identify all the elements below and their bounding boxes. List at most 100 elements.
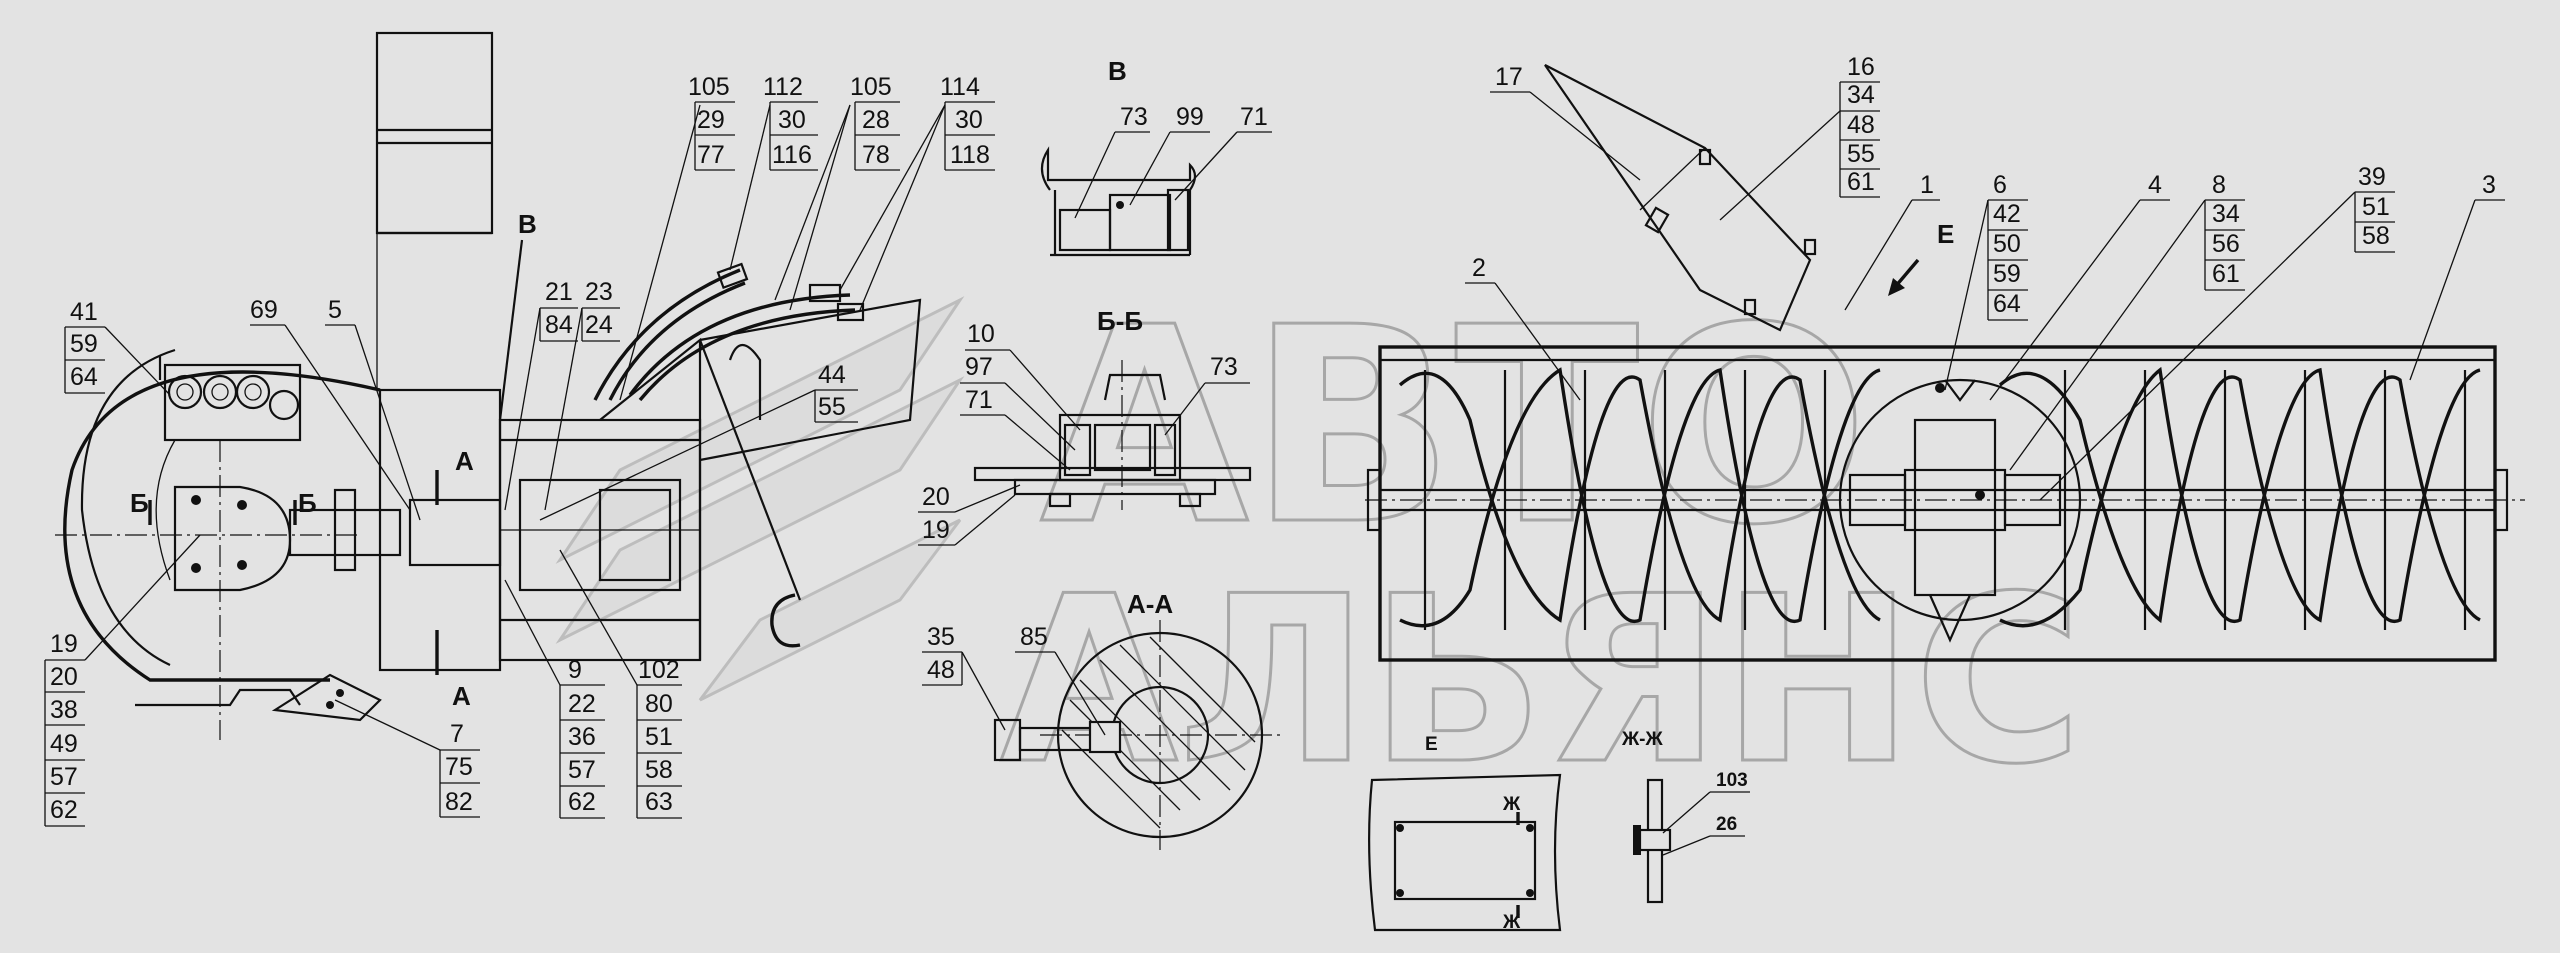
left-side-view: Б Б А А В (55, 31, 537, 740)
callout-44-sub1: 55 (818, 393, 846, 421)
callout-4: 4 (2148, 171, 2162, 199)
view-e-mark-zh-top: Ж (1502, 794, 1521, 815)
hydraulic-motor (598, 488, 672, 582)
callout-9-sub2: 36 (568, 723, 596, 751)
callout-102-sub2: 51 (645, 723, 673, 751)
section-aa-callout-48: 48 (927, 656, 955, 684)
section-aa: А-А 35 48 85 (922, 589, 1280, 850)
callout-16-sub4: 61 (1847, 168, 1875, 196)
detail-view-v: В 73 99 71 (1040, 56, 1272, 257)
auger-front-view: Е (1365, 64, 2525, 662)
callout-6-sub1: 42 (1993, 200, 2021, 228)
top-rollers (158, 355, 302, 442)
callout-16-part: 16 (1847, 53, 1875, 81)
callout-5: 5 (328, 296, 342, 324)
section-bb-callout-71: 71 (965, 386, 993, 414)
callout-112-part: 112 (763, 73, 803, 101)
callout-39-sub1: 51 (2362, 193, 2390, 221)
view-e-title: Е (1425, 734, 1438, 755)
hook (770, 593, 801, 648)
callout-105b-sub1: 28 (862, 106, 890, 134)
callouts-left: 105 29 77 112 30 116 105 28 78 114 30 11… (44, 73, 995, 827)
rotor-casing (63, 370, 381, 682)
callout-6-sub3: 59 (1993, 260, 2021, 288)
section-mark-a-bottom: А (452, 681, 471, 711)
callout-23-sub1: 24 (585, 311, 613, 339)
section-zhzh-title: Ж-Ж (1621, 729, 1663, 750)
callout-39-sub2: 58 (2362, 222, 2390, 250)
auger-spirals (1398, 366, 2481, 628)
callout-16-sub2: 48 (1847, 111, 1875, 139)
callout-8-sub2: 56 (2212, 230, 2240, 258)
section-zhzh-callout-103: 103 (1716, 770, 1748, 791)
callout-19-sub3: 49 (50, 730, 78, 758)
callout-9-sub4: 62 (568, 788, 596, 816)
callout-17: 17 (1495, 63, 1523, 91)
rotor-housing (378, 388, 502, 672)
callout-105a-sub1: 29 (697, 106, 725, 134)
callout-7-sub2: 82 (445, 788, 473, 816)
drive-shaft (288, 508, 402, 557)
callout-19-part: 19 (50, 630, 78, 658)
callout-41-sub2: 64 (70, 363, 98, 391)
callout-102-part: 102 (638, 656, 680, 684)
hydraulic-hose-2 (628, 293, 851, 397)
callout-114-part: 114 (940, 73, 980, 101)
callout-21-part: 21 (545, 278, 573, 306)
callout-105b-part: 105 (850, 73, 892, 101)
callout-112-sub1: 30 (778, 106, 806, 134)
callout-8-sub3: 61 (2212, 260, 2240, 288)
callout-105a-part: 105 (688, 73, 730, 101)
rotor-paddle (1913, 418, 1997, 597)
callout-114-sub1: 30 (955, 106, 983, 134)
callout-9-sub1: 22 (568, 690, 596, 718)
view-mark-e: Е (1937, 219, 1954, 249)
section-aa-callout-85: 85 (1020, 623, 1048, 651)
callout-102-sub1: 80 (645, 690, 673, 718)
callout-23-part: 23 (585, 278, 613, 306)
callout-1: 1 (1920, 171, 1934, 199)
section-bb-callout-19: 19 (922, 516, 950, 544)
callout-7-sub1: 75 (445, 753, 473, 781)
callout-3: 3 (2482, 171, 2496, 199)
detail-v-callout-99: 99 (1176, 103, 1204, 131)
discharge-chute (375, 31, 494, 235)
view-e-mark-zh-bottom: Ж (1502, 912, 1521, 933)
section-bb-callout-10: 10 (967, 320, 995, 348)
callout-19-sub5: 62 (50, 796, 78, 824)
callout-102-sub3: 58 (645, 756, 673, 784)
callout-102-sub4: 63 (645, 788, 673, 816)
callout-21-sub1: 84 (545, 311, 573, 339)
watermark-logo-stripes (555, 296, 965, 702)
detail-v-callout-71: 71 (1240, 103, 1268, 131)
callout-19-sub2: 38 (50, 696, 78, 724)
callouts-right: 17 16 34 48 55 61 1 6 42 50 59 64 4 8 34 (1465, 53, 2505, 501)
view-mark-v: В (518, 209, 537, 239)
skid-shoe (271, 673, 382, 722)
callout-7-part: 7 (450, 720, 464, 748)
section-bb-callout-97: 97 (965, 353, 993, 381)
callout-19-sub1: 20 (50, 663, 78, 691)
callout-39-part: 39 (2358, 163, 2386, 191)
watermark-line2: АЛЬЯНС (1000, 548, 2083, 815)
section-mark-b-left: Б (130, 488, 149, 518)
callout-69: 69 (250, 296, 278, 324)
callout-9-sub3: 57 (568, 756, 596, 784)
section-aa-title: А-А (1127, 589, 1173, 619)
callout-6-part: 6 (1993, 171, 2007, 199)
callout-105b-sub2: 78 (862, 141, 890, 169)
watermark: АВТО АЛЬЯНС (555, 268, 2084, 817)
detail-v-callout-73: 73 (1120, 103, 1148, 131)
callout-9-part: 9 (568, 656, 582, 684)
callout-41-sub1: 59 (70, 330, 98, 358)
callout-16-sub3: 55 (1847, 140, 1875, 168)
callout-44-part: 44 (818, 361, 846, 389)
callout-19-sub4: 57 (50, 763, 78, 791)
section-aa-callout-35: 35 (927, 623, 955, 651)
callout-112-sub2: 116 (772, 141, 812, 169)
section-bb-callout-73: 73 (1210, 353, 1238, 381)
detail-view-e: Е Ж Ж (1368, 734, 1562, 933)
callout-105a-sub2: 77 (697, 141, 725, 169)
section-bb-title: Б-Б (1097, 306, 1143, 336)
